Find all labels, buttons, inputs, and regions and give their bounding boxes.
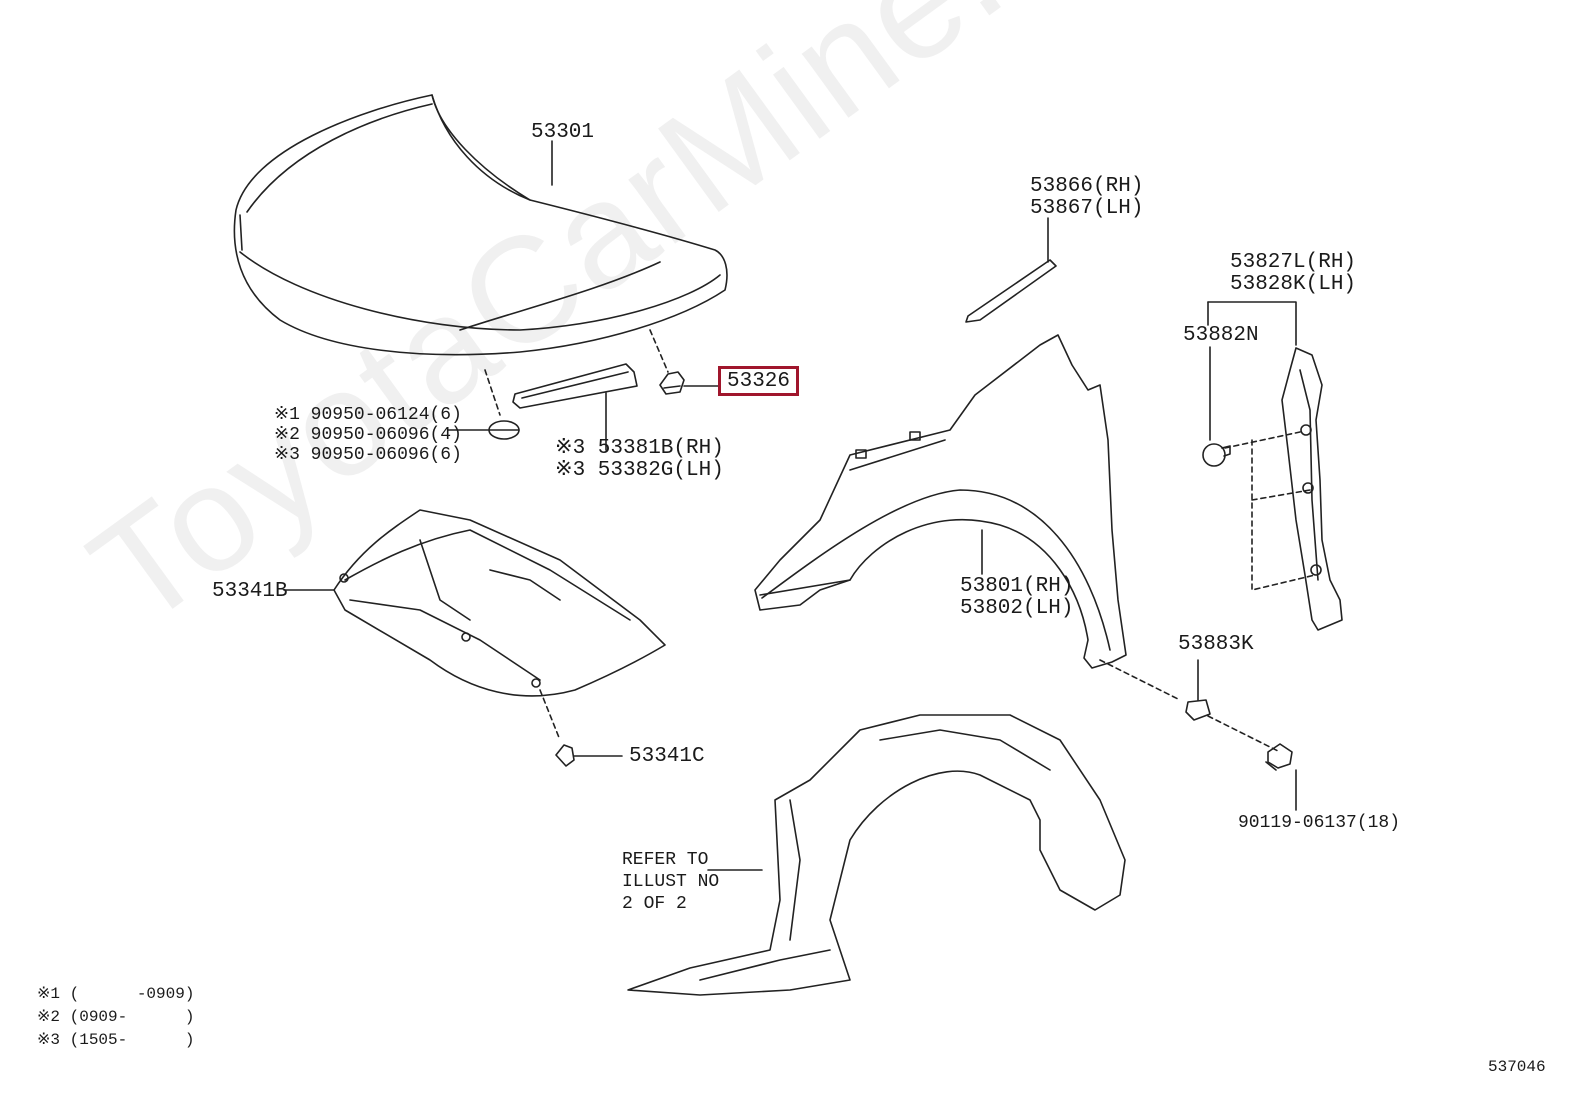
label-fender-rh: 53801(RH)	[960, 575, 1074, 598]
label-fender-lh: 53802(LH)	[960, 597, 1074, 620]
label-hood: 53301	[531, 121, 595, 144]
label-pin: 53882N	[1183, 324, 1259, 347]
hood-insulator-drawing	[333, 509, 666, 697]
label-highlighted-part[interactable]: 53326	[718, 366, 800, 396]
hood-drawing	[233, 94, 728, 356]
clip-53341c-drawing	[555, 744, 575, 767]
label-seal-rh: ※3 53381B(RH)	[555, 437, 724, 460]
footnote-3: ※3 (1505- )	[37, 1031, 195, 1049]
leader-bracket	[1207, 301, 1297, 346]
leader-53326-dashed	[649, 329, 669, 373]
label-refer-2: ILLUST NO	[622, 872, 720, 892]
label-bracket-lh: 53828K(LH)	[1230, 273, 1357, 296]
label-plug-3: ※3 90950-06096(6)	[274, 445, 462, 465]
leader-bracket-dashed	[1251, 439, 1316, 591]
clip-53326-drawing	[659, 371, 685, 395]
leader-pin-dashed	[1224, 431, 1301, 449]
label-fender-seal-rh: 53866(RH)	[1030, 175, 1144, 198]
footnote-2: ※2 (0909- )	[37, 1008, 195, 1026]
label-bolt: 90119-06137(18)	[1238, 813, 1401, 833]
bolt-drawing	[1265, 743, 1293, 771]
label-refer-1: REFER TO	[622, 850, 709, 870]
diagram-id: 537046	[1488, 1058, 1546, 1076]
pin-drawing	[1202, 443, 1231, 467]
label-plug-2: ※2 90950-06096(4)	[274, 425, 462, 445]
fender-seal-drawing	[965, 259, 1057, 323]
hood-seal-drawing	[512, 363, 638, 409]
fender-bracket-drawing	[1281, 347, 1343, 631]
label-bracket-rh: 53827L(RH)	[1230, 251, 1357, 274]
leader-fender-dashed	[1099, 659, 1181, 701]
leader-insulator-dashed	[539, 689, 561, 741]
label-insulator: 53341B	[212, 580, 288, 603]
label-clip: 53341C	[629, 745, 705, 768]
label-plug-1: ※1 90950-06124(6)	[274, 405, 462, 425]
footnote-1: ※1 ( -0909)	[37, 985, 195, 1003]
label-nut: 53883K	[1178, 633, 1254, 656]
leader-plug-dashed	[484, 369, 501, 416]
leader-nut-dashed	[1207, 715, 1281, 753]
label-refer-3: 2 OF 2	[622, 894, 687, 914]
label-fender-seal-lh: 53867(LH)	[1030, 197, 1144, 220]
nut-drawing	[1185, 699, 1211, 721]
fender-drawing	[754, 334, 1127, 669]
leader-bracket-dashed-2	[1251, 489, 1311, 501]
label-seal-lh: ※3 53382G(LH)	[555, 459, 724, 482]
fender-liner-drawing	[627, 714, 1126, 996]
